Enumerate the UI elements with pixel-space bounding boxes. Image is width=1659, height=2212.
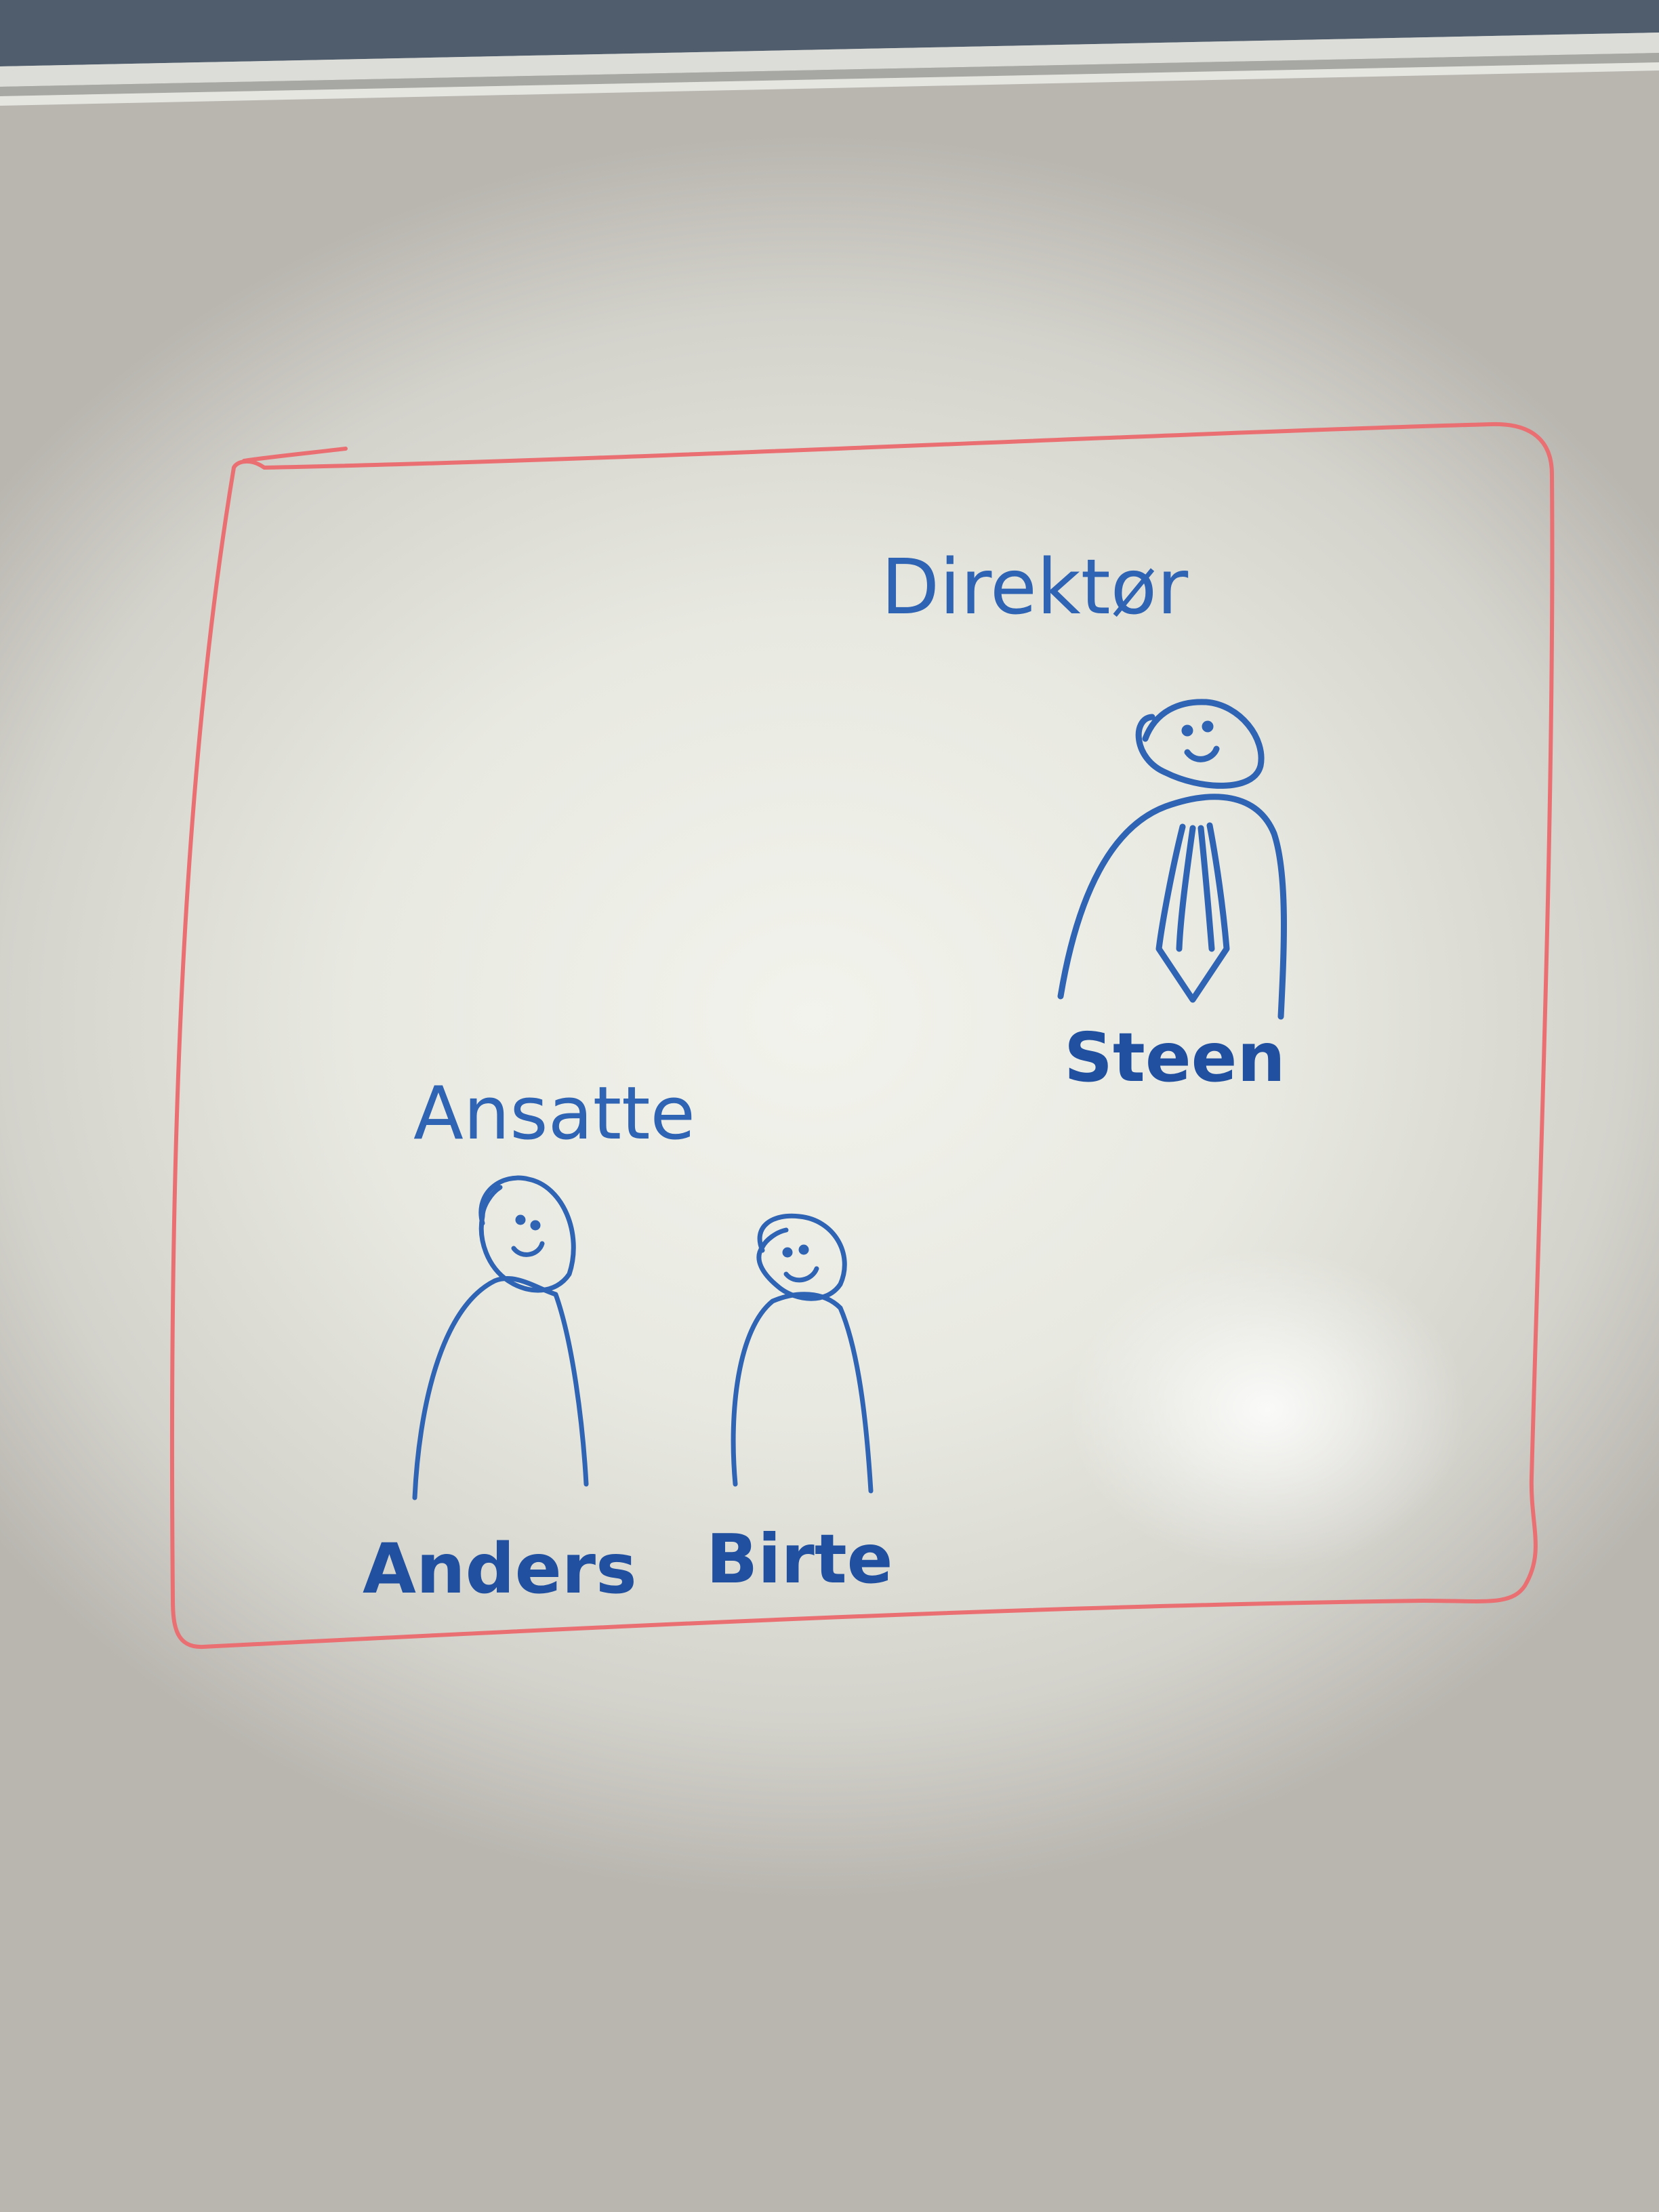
stick-figure-icon xyxy=(412,1175,589,1500)
stick-figure-icon xyxy=(731,1213,874,1494)
whiteboard-frame-top xyxy=(0,0,1659,106)
steen-name-label: Steen xyxy=(1064,1018,1286,1097)
anders-name-label: Anders xyxy=(363,1529,637,1610)
stick-figure-tie-icon xyxy=(1057,699,1287,1020)
red-border-rectangle xyxy=(169,422,1555,1650)
employees-label: Ansatte xyxy=(413,1071,695,1156)
director-label: Direktør xyxy=(881,544,1189,632)
birte-name-label: Birte xyxy=(706,1519,893,1599)
